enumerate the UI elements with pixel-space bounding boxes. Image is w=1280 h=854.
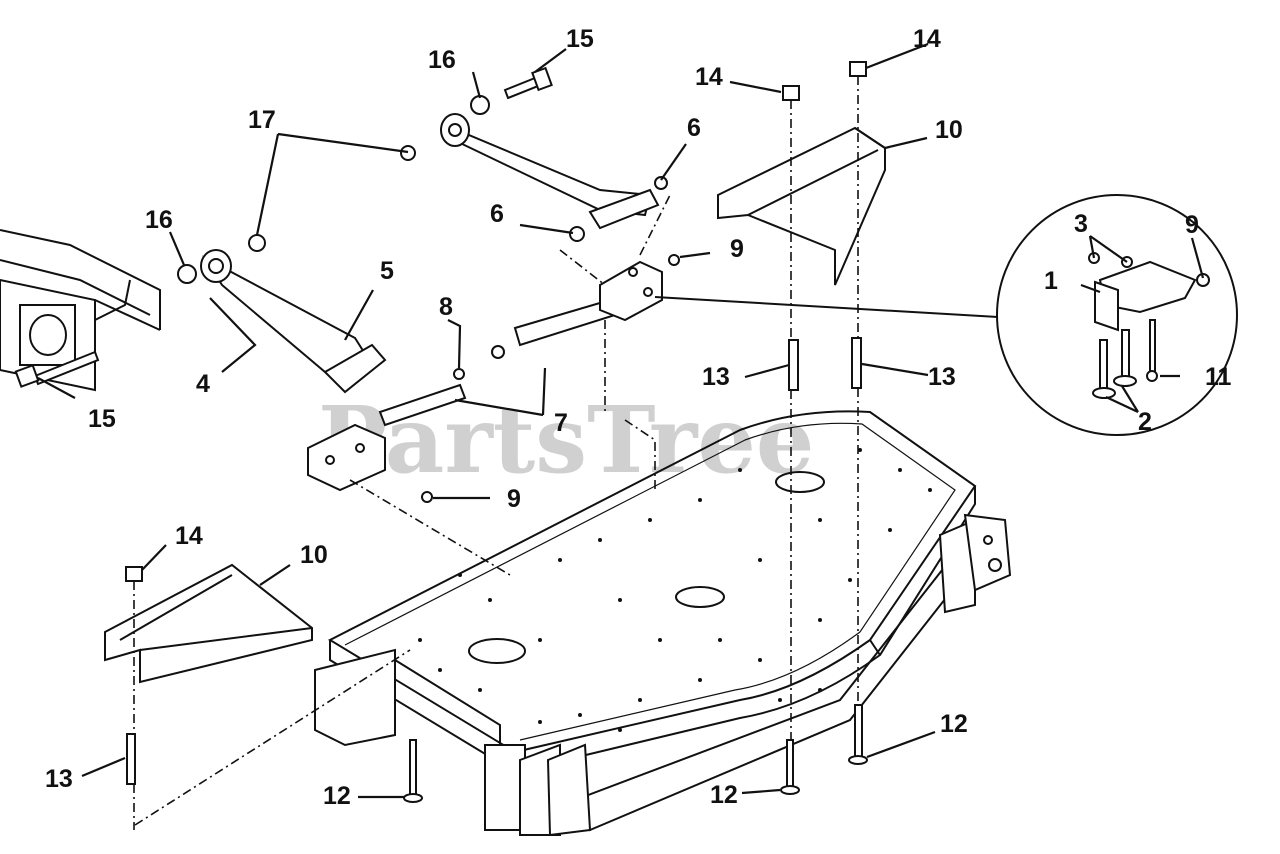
watermark-text: PartsTree xyxy=(318,386,814,494)
alignment-lines xyxy=(133,76,859,830)
deck-mount-bracket xyxy=(307,423,433,503)
callout-6-lower: 6 xyxy=(490,200,504,228)
leader-lines xyxy=(37,42,1205,799)
callout-14-middle: 14 xyxy=(695,63,723,91)
callout-13-middle: 13 xyxy=(702,363,730,391)
callout-12-left: 12 xyxy=(323,782,351,810)
callout-1: 1 xyxy=(1044,267,1058,295)
callout-3: 3 xyxy=(1074,210,1088,238)
callout-13-right: 13 xyxy=(928,363,956,391)
callout-labels: 1 2 3 4 5 6 6 7 8 9 9 9 10 10 11 12 12 1… xyxy=(45,25,1232,810)
callout-9-lower: 9 xyxy=(507,485,521,513)
linkage-rods xyxy=(378,176,668,427)
callout-11: 11 xyxy=(1205,363,1232,391)
callout-2: 2 xyxy=(1138,408,1152,436)
detail-inset xyxy=(654,194,1238,436)
pivot-block xyxy=(599,254,680,322)
baffle-left xyxy=(104,563,313,684)
callout-17: 17 xyxy=(248,106,276,134)
mower-deck xyxy=(314,410,1012,837)
callout-16-upper: 16 xyxy=(428,46,456,74)
baffle-right xyxy=(717,126,886,286)
lift-arm-lower xyxy=(177,234,387,394)
callout-8: 8 xyxy=(439,293,453,321)
callout-10-right: 10 xyxy=(935,116,963,144)
callout-14-right: 14 xyxy=(913,25,941,53)
callout-14-left: 14 xyxy=(175,522,203,550)
callout-12-right: 12 xyxy=(940,710,968,738)
callout-13-left: 13 xyxy=(45,765,73,793)
callout-5: 5 xyxy=(380,257,394,285)
callout-12-middle: 12 xyxy=(710,781,738,809)
callout-7: 7 xyxy=(554,409,568,437)
callout-15-left: 15 xyxy=(88,405,116,433)
callout-6-upper: 6 xyxy=(687,114,701,142)
callout-16-left: 16 xyxy=(145,206,173,234)
callout-9-inset: 9 xyxy=(1185,211,1199,239)
callout-10-left: 10 xyxy=(300,541,328,569)
callout-15-upper: 15 xyxy=(566,25,594,53)
hardware xyxy=(14,61,868,803)
callout-4: 4 xyxy=(196,370,210,398)
callout-9-upper: 9 xyxy=(730,235,744,263)
lift-arm-upper xyxy=(400,95,660,230)
